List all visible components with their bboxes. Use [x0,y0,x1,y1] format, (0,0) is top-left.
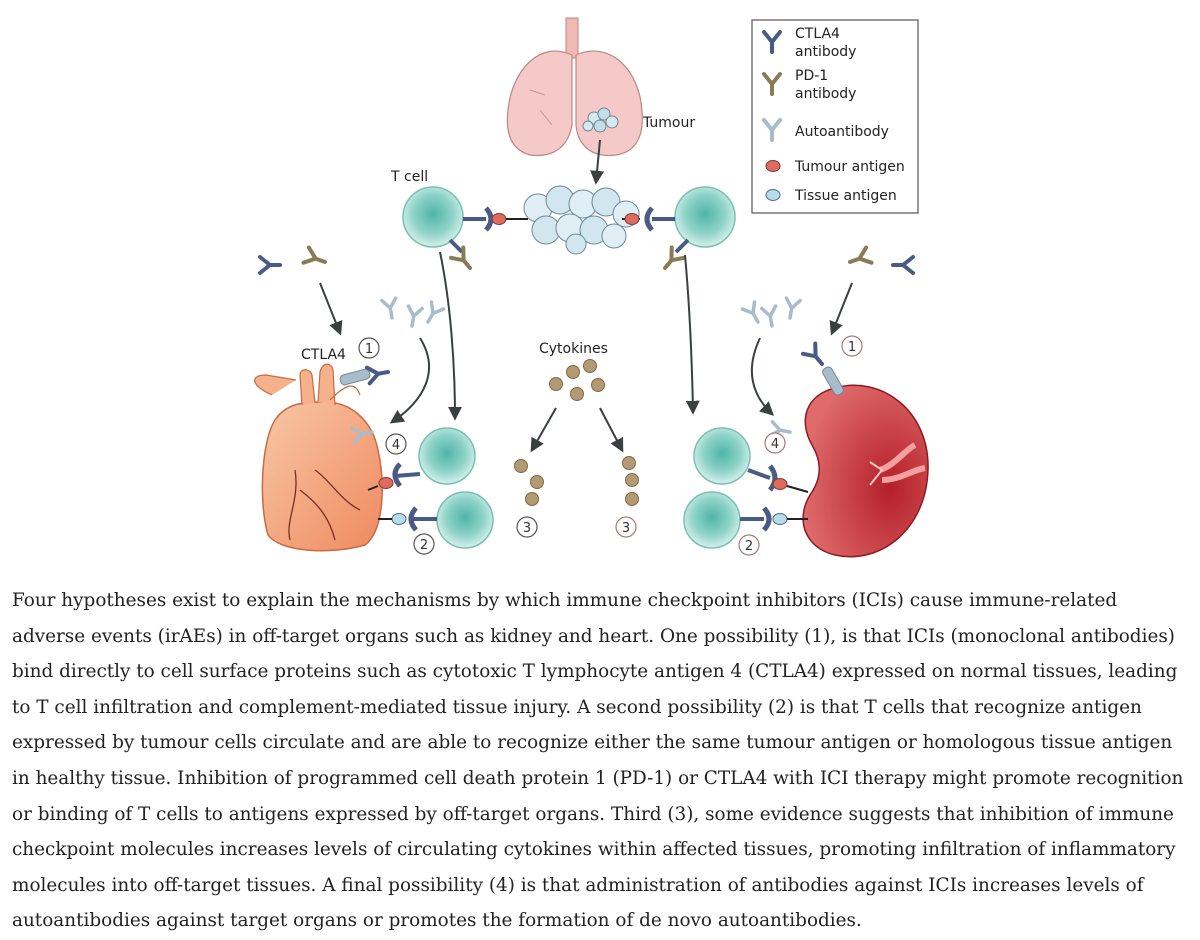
cytokine-cluster-left [514,459,544,506]
pd1-antibody-floating-right [848,245,874,265]
t-cell-top-left [402,186,464,248]
cytokine-cluster-center [549,359,605,401]
marker-heart-4: 4 [385,433,407,455]
tcr-heart-upper [367,462,421,491]
legend-pd1-line1: PD-1 [795,68,828,84]
autoantibody-icon [762,118,782,142]
legend: CTLA4 antibody PD-1 antibody Autoantibod… [751,19,919,214]
tissue-antigen-icon [765,189,781,201]
legend-pd1-antibody: PD-1 antibody [795,68,856,102]
tumour-cluster-icon [582,107,619,133]
tumour-label: Tumour [642,115,695,131]
tcr-kidney-lower [740,506,808,532]
marker-kidney-2: 2 [738,534,760,556]
t-cell-top-right [674,186,736,248]
ctla4-antibody-icon [762,30,782,54]
tcr-top-left [448,206,528,270]
tcr-heart-lower [378,506,437,532]
legend-pd1-line2: antibody [795,86,856,102]
svg-text:1: 1 [365,342,373,357]
cytokine-cluster-right [622,456,639,506]
cytokines-label: Cytokines [539,341,608,357]
t-cell-heart-upper [418,427,476,485]
t-cell-label: T cell [390,169,428,185]
marker-kidney-1: 1 [841,335,863,357]
marker-heart-2: 2 [413,533,435,555]
autoantibody-cluster-left [380,296,446,328]
heart-illustration [254,363,383,552]
marker-heart-1: 1 [358,337,380,359]
tcr-top-right [622,206,690,270]
tumour-antigen-icon [765,160,781,172]
svg-text:2: 2 [420,538,428,553]
t-cell-kidney-lower [683,491,741,549]
legend-tissue-antigen: Tissue antigen [794,188,897,204]
heart-autoantibody-binding [350,426,374,444]
marker-cytokine-right-3: 3 [615,516,637,538]
autoantibody-cluster-right [740,296,802,328]
heart-ctla4-binding [339,365,390,386]
svg-text:3: 3 [523,521,531,536]
mechanism-diagram: CTLA4 antibody PD-1 antibody Autoantibod… [254,17,929,558]
svg-text:4: 4 [771,437,779,452]
svg-text:2: 2 [745,539,753,554]
t-cell-kidney-upper [693,427,751,485]
svg-text:4: 4 [392,438,400,453]
marker-cytokine-left-3: 3 [516,516,538,538]
t-cell-heart-lower [436,491,494,549]
ctla4-antibody-floating-left [258,255,282,275]
legend-ctla4-line2: antibody [795,44,856,60]
legend-ctla4-antibody: CTLA4 antibody [795,26,856,60]
legend-tumour-antigen: Tumour antigen [794,159,905,175]
tcr-kidney-upper [747,464,809,493]
kidney-illustration [802,384,929,558]
tumour-cell-mass [523,185,640,255]
svg-text:3: 3 [622,521,630,536]
ctla4-label: CTLA4 [301,347,346,363]
legend-autoantibody: Autoantibody [795,124,889,140]
figure-caption: Four hypotheses exist to explain the mec… [12,590,1184,932]
pd1-antibody-floating-left [301,245,327,265]
svg-text:1: 1 [848,340,856,355]
legend-ctla4-line1: CTLA4 [795,26,840,42]
pd1-antibody-icon [762,72,782,96]
kidney-ctla4-binding [801,341,844,396]
ctla4-antibody-floating-right [891,255,915,275]
marker-kidney-4: 4 [764,432,786,454]
lungs-illustration: Tumour [506,17,695,185]
